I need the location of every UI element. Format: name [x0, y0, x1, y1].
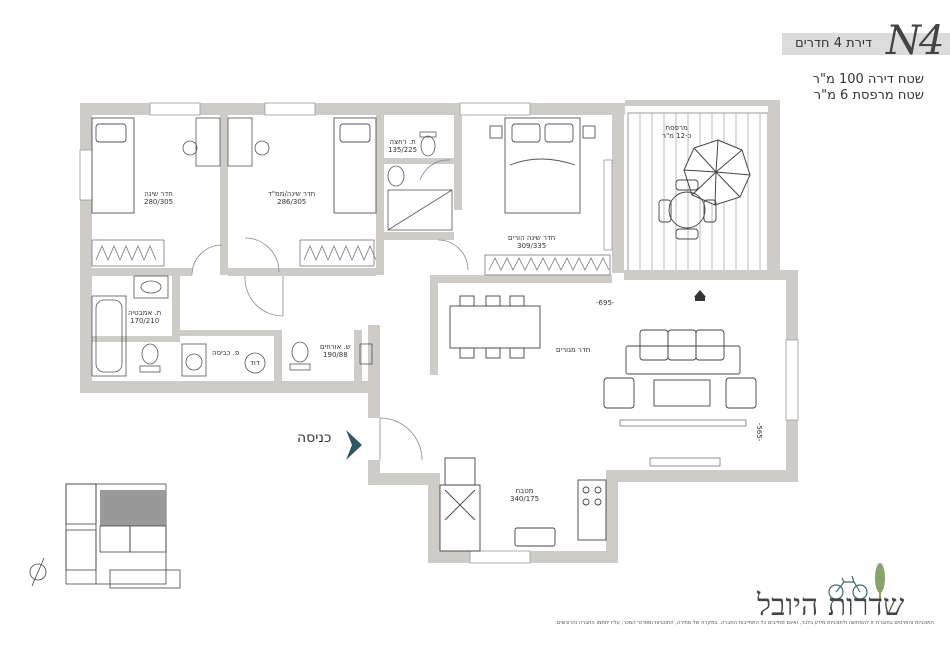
bed-icon — [333, 117, 377, 214]
rug-edge — [619, 419, 747, 427]
table-icon — [658, 179, 717, 240]
disclaimer: התוכניות והפרטים בחוברת זו להמחשה ולתוכנ… — [555, 620, 934, 626]
key-plan — [65, 483, 181, 589]
toilet-icon — [419, 131, 437, 157]
compass-icon — [29, 557, 47, 587]
bed-icon — [91, 117, 135, 214]
sofa-icon — [625, 329, 741, 375]
sink-icon — [133, 275, 169, 299]
room-label-bedroom2: חדר שינה/ממ"ד 286/305 — [268, 190, 316, 206]
apartment-area: שטח דירה 100 מ"ר — [812, 72, 924, 87]
double-bed-icon — [489, 117, 596, 214]
door-arc-icon — [437, 239, 469, 271]
header-bar — [782, 33, 950, 55]
coffee-table-icon — [653, 379, 711, 407]
apartment-number: N4 — [886, 18, 944, 64]
entry-label: כניסה — [297, 430, 332, 446]
bathtub-icon — [91, 295, 127, 377]
dining-table-icon — [449, 295, 541, 359]
room-label-balcony: מרפסת כ-12 מ"ר — [662, 124, 692, 140]
door-arc-icon — [244, 237, 280, 273]
kitchen-counter-icon — [439, 457, 607, 552]
closet-icon — [299, 239, 377, 267]
living-dimension-b: -565- — [755, 422, 764, 442]
door-arc-icon — [191, 244, 223, 276]
room-label-bedroom1: חדר שינה 280/305 — [144, 190, 174, 206]
room-label-guest-wc: ת. רחצה 135/225 — [388, 138, 418, 154]
desk-icon — [182, 117, 221, 167]
apartment-type: דירת 4 חדרים — [795, 36, 872, 51]
room-label-boiler: דוד — [250, 359, 260, 367]
washer-icon — [181, 343, 207, 377]
tree-icon — [875, 563, 885, 600]
door-arc-icon — [244, 275, 284, 317]
north-arrow-icon — [694, 290, 706, 297]
closet-icon — [91, 239, 165, 267]
balcony-area: שטח מרפסת 6 מ"ר — [813, 88, 924, 103]
room-label-living: חדר מגורים — [556, 346, 591, 354]
entrance-door-arc — [379, 417, 423, 461]
armchair-icon — [603, 377, 757, 409]
umbrella-icon — [683, 139, 751, 206]
closet-icon — [484, 254, 611, 276]
brand-logo-text: שדרות היובל — [757, 588, 905, 623]
room-label-master-bedroom: חדר שינה הורים 309/335 — [508, 234, 556, 250]
room-label-kitchen: מטבח 340/175 — [510, 487, 540, 503]
living-dimension-a: -695- — [596, 299, 615, 307]
tv-unit-icon — [649, 457, 721, 467]
room-label-laundry: פ. כביסה — [212, 349, 240, 357]
entry-arrow-icon — [346, 430, 362, 460]
door-arc-icon — [419, 159, 451, 181]
room-label-main-bath: ת. אמבטיה 170/210 — [128, 309, 162, 325]
toilet-icon — [289, 341, 311, 371]
bicycle-icon — [828, 575, 868, 600]
boiler-icon — [244, 352, 266, 374]
room-label-shower: ש. אורחים 190/88 — [320, 343, 351, 359]
shower-icon — [387, 189, 453, 231]
toilet-icon — [139, 343, 161, 373]
sink-icon — [387, 165, 405, 187]
desk-icon — [227, 117, 270, 167]
